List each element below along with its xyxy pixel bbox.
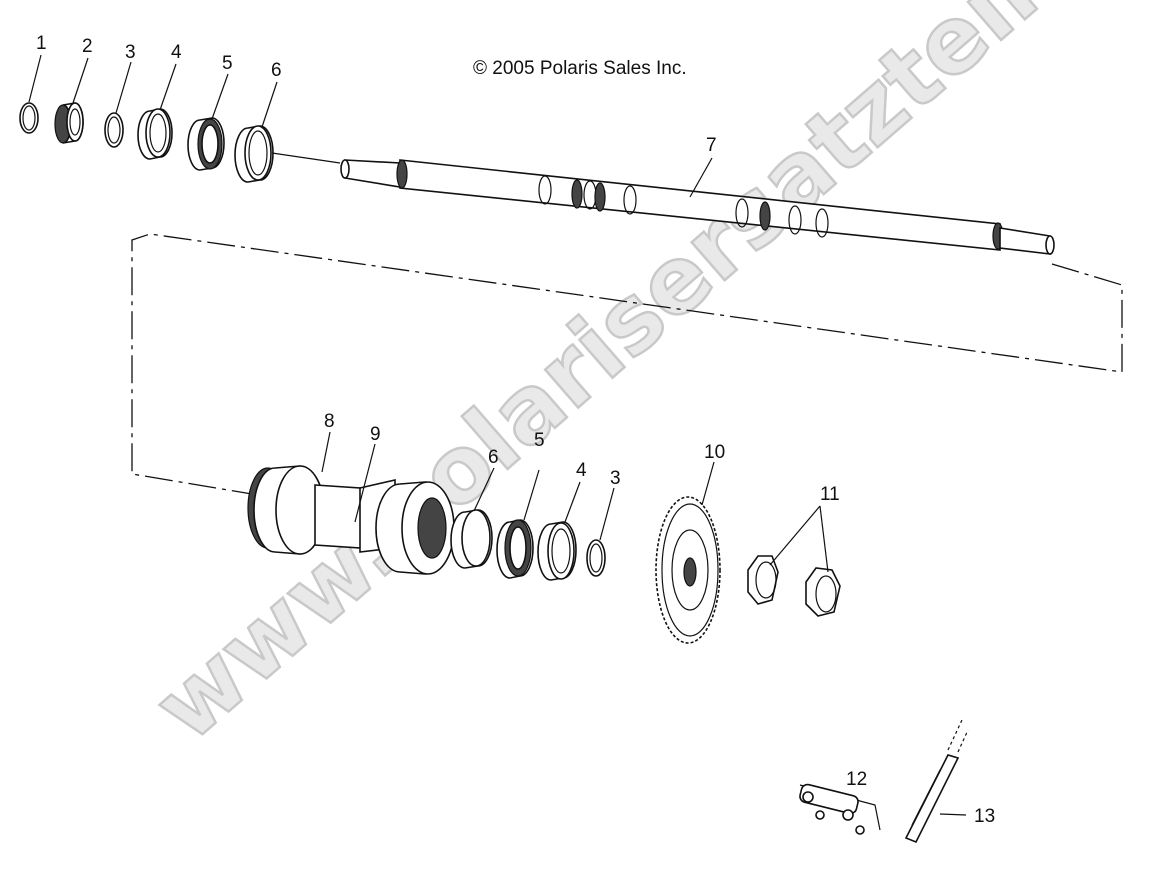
callout-10: 10	[704, 442, 725, 463]
part-3-snap-ring[interactable]	[104, 112, 124, 148]
part-6-seal[interactable]	[234, 125, 274, 183]
copyright-text: © 2005 Polaris Sales Inc.	[473, 58, 687, 79]
part-11-nut-a[interactable]	[747, 555, 779, 605]
callout-2: 2	[82, 36, 93, 57]
part-10-sprocket[interactable]	[655, 496, 721, 644]
part-11-nut-b[interactable]	[805, 567, 841, 617]
callout-13: 13	[974, 806, 995, 827]
part-5-bearing[interactable]	[187, 117, 225, 171]
callout-5-lower: 5	[534, 430, 545, 451]
callout-1: 1	[36, 33, 47, 54]
callout-8: 8	[324, 411, 335, 432]
callout-3: 3	[125, 42, 136, 63]
part-6-seal-lower[interactable]	[450, 509, 493, 569]
watermark: www.polarisersatzteile.de	[134, 0, 1149, 762]
part-13-drive-chain[interactable]	[904, 719, 969, 844]
callout-4: 4	[171, 42, 182, 63]
callout-4-lower: 4	[576, 460, 587, 481]
part-4-bearing-cup[interactable]	[137, 108, 173, 160]
callout-11: 11	[820, 484, 840, 505]
callout-12: 12	[846, 769, 867, 790]
callout-5: 5	[222, 53, 233, 74]
part-1-snap-ring[interactable]	[19, 102, 39, 134]
callout-7: 7	[706, 135, 717, 156]
part-5-bearing-lower[interactable]	[496, 519, 534, 579]
part-8-hub-housing[interactable]	[247, 465, 455, 575]
part-12-master-link[interactable]	[799, 783, 881, 835]
part-2-bearing[interactable]	[54, 102, 84, 144]
callout-3-lower: 3	[610, 468, 621, 489]
part-3-snap-ring-lower[interactable]	[586, 539, 606, 577]
part-4-bearing-cup-lower[interactable]	[537, 521, 577, 581]
callout-6: 6	[271, 60, 282, 81]
callout-6-lower: 6	[488, 447, 499, 468]
part-7-axle-shaft[interactable]	[340, 159, 1055, 255]
callout-9: 9	[370, 424, 381, 445]
